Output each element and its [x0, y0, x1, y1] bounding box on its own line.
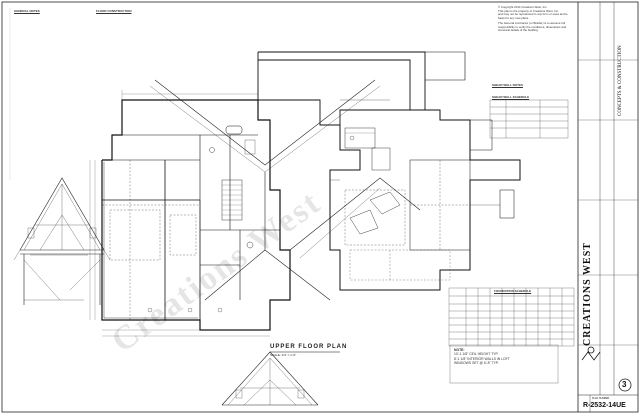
truss-elevation-left	[13, 177, 111, 305]
bottom-note-line-1: 10'-1 1/8" CEIL HEIGHT TYP.	[454, 352, 499, 357]
bottom-notes: NOTE: 10'-1 1/8" CEIL HEIGHT TYP. 8'-1 1…	[454, 348, 554, 366]
bottom-note-head: NOTE:	[454, 348, 465, 352]
drawing-title: UPPER FLOOR PLAN	[270, 344, 348, 350]
shear-notes: SHEAR WALL NOTES	[492, 83, 562, 87]
copyright-line-3: and may not be reproduced in any form or…	[498, 12, 568, 16]
floor-notes-heading: FLOOR CONSTRUCTION	[96, 9, 132, 13]
shear-wall-table	[489, 99, 569, 139]
drawing-scale: SCALE: 1/4" = 1'-0"	[270, 353, 297, 357]
sheet-number-circle	[618, 378, 632, 392]
company-name: CREATIONS WEST	[582, 242, 593, 346]
foundation-table	[448, 287, 575, 347]
shear-schedule: SHEAR WALL SCHEDULE	[492, 95, 562, 99]
note-box	[449, 344, 559, 384]
lower-plan-dashed	[349, 249, 451, 281]
copyright-line-8: structural details of the building.	[498, 28, 539, 32]
general-notes: GENERAL NOTES	[14, 9, 84, 13]
main-floor-plan	[257, 51, 521, 291]
foundation-schedule: FOUNDATION SCHEDULE	[494, 289, 564, 293]
roof-overlay	[149, 79, 421, 301]
copyright-line-1: © Copyright 2014 Creations West, Inc.	[498, 5, 548, 9]
foundation-heading: FOUNDATION SCHEDULE	[494, 289, 532, 293]
sheet-number: 3	[622, 380, 627, 389]
company-services: CONCEPTS & CONSTRUCTION	[618, 45, 623, 116]
copyright-line-4: basis for any new plans.	[498, 15, 530, 20]
upper-floor-plan	[89, 90, 291, 337]
title-block	[577, 2, 638, 412]
sheet-label: PLAN NUMBER	[592, 397, 610, 400]
copyright-line-2: This plan is the property of Creations W…	[498, 8, 559, 13]
shear-notes-heading: SHEAR WALL NOTES	[492, 83, 523, 87]
general-notes-heading: GENERAL NOTES	[14, 9, 40, 13]
floor-notes: FLOOR CONSTRUCTION	[96, 9, 166, 13]
copyright-line-7: responsibility to verify the conditions,…	[498, 24, 567, 29]
company-logo-icon	[581, 346, 601, 361]
bottom-note-line-3: WINDOWS SET @ 6'-8" TYP.	[454, 361, 499, 366]
bottom-note-line-2: 8'-1 1/8" INTERIOR WALLS IN LOFT	[454, 356, 510, 361]
plan-number: R-2532-14UE	[583, 402, 626, 409]
copyright-line-6: The General Contractor (or Builder) is t…	[498, 21, 565, 25]
copyright-block: © Copyright 2014 Creations West, Inc. Th…	[498, 5, 576, 33]
shear-schedule-heading: SHEAR WALL SCHEDULE	[492, 95, 530, 99]
truss-elevation-bottom	[221, 351, 319, 406]
